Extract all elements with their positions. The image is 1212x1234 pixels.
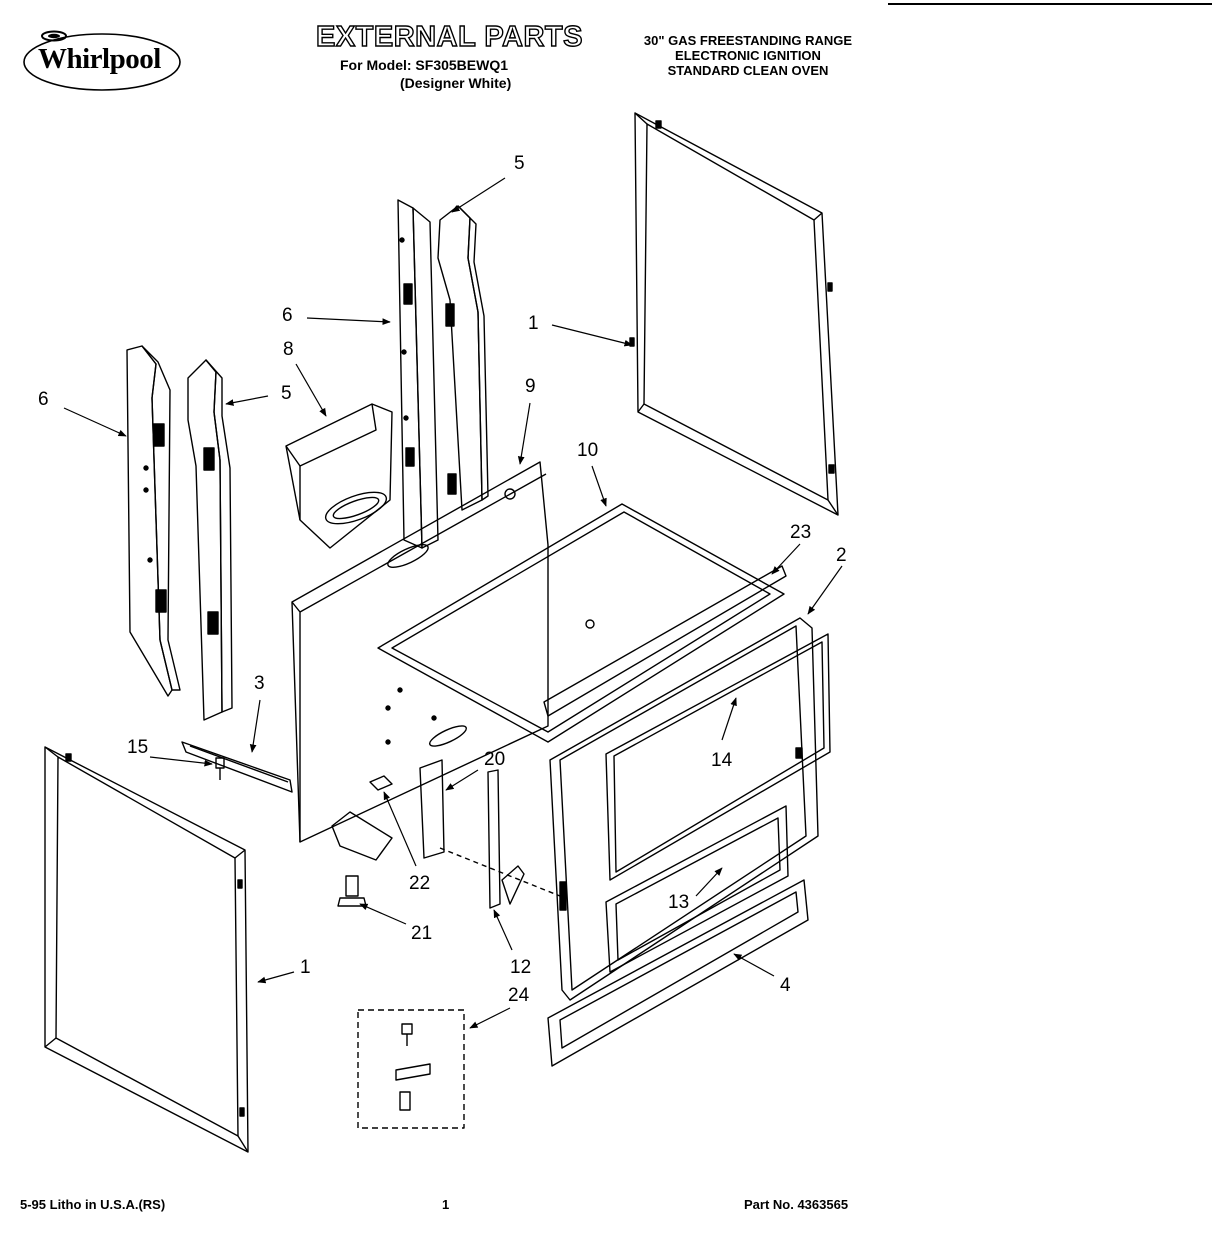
page-title: EXTERNAL PARTS — [315, 20, 583, 53]
kick-plate — [547, 879, 809, 1067]
side-bracket-left — [187, 359, 233, 721]
product-description: 30" GAS FREESTANDING RANGE ELECTRONIC IG… — [628, 33, 868, 78]
screw-15 — [215, 757, 225, 780]
dashed-leader — [439, 847, 561, 897]
callout-label: 14 — [711, 750, 733, 771]
callout-label: 1 — [528, 313, 539, 334]
vent-duct — [285, 403, 393, 549]
rear-channel-upper — [397, 199, 439, 549]
bolt-21 — [337, 875, 367, 907]
callout-label: 21 — [411, 923, 433, 944]
side-bracket-upper — [437, 205, 489, 511]
brand-wordmark: Whirlpool — [38, 43, 161, 75]
callout-label: 5 — [514, 153, 525, 174]
callout-label: 15 — [127, 737, 149, 758]
base-bracket — [331, 811, 393, 861]
bracket-strip — [181, 741, 293, 793]
hinge-12 — [487, 769, 525, 909]
bracket-20 — [419, 759, 445, 859]
model-variant: (Designer White) — [400, 75, 512, 91]
print-info: 5-95 Litho in U.S.A.(RS) — [20, 1197, 166, 1212]
callout-label: 12 — [510, 957, 532, 978]
callout-label: 4 — [780, 975, 791, 996]
trim-strip — [543, 565, 787, 717]
description-line: 30" GAS FREESTANDING RANGE — [643, 33, 853, 48]
lower-gasket — [605, 805, 789, 973]
callout-label: 8 — [283, 339, 294, 360]
oven-bottom-pan — [377, 503, 785, 743]
callout-label: 1 — [300, 957, 311, 978]
description-line: STANDARD CLEAN OVEN — [667, 63, 829, 78]
callout-label: 5 — [281, 383, 292, 404]
clip-22 — [369, 775, 393, 791]
oven-sheet — [291, 461, 549, 843]
callout-label: 23 — [790, 522, 812, 543]
part-number: Part No. 4363565 — [744, 1197, 849, 1212]
callout-label: 3 — [254, 673, 265, 694]
side-panel-front — [44, 746, 249, 1153]
hardware-kit — [357, 1009, 465, 1129]
callout-label: 6 — [282, 305, 293, 326]
model-number: For Model: SF305BEWQ1 — [340, 57, 509, 73]
callout-label: 10 — [577, 440, 599, 461]
callout-label: 9 — [525, 376, 536, 397]
callout-label: 22 — [409, 873, 431, 894]
callout-label: 6 — [38, 389, 49, 410]
front-frame — [549, 617, 819, 1001]
callout-label: 20 — [484, 749, 506, 770]
leader-lines — [63, 177, 843, 1029]
description-line: ELECTRONIC IGNITION — [675, 48, 821, 63]
front-channel-left — [126, 345, 181, 697]
callout-label: 13 — [668, 892, 690, 913]
callout-label: 2 — [836, 545, 847, 566]
page-number: 1 — [442, 1197, 450, 1212]
door-gasket — [605, 633, 831, 881]
whirlpool-logo — [23, 30, 181, 91]
callout-label: 24 — [508, 985, 530, 1006]
header-rule — [888, 3, 1212, 5]
side-panel-rear — [629, 112, 839, 516]
